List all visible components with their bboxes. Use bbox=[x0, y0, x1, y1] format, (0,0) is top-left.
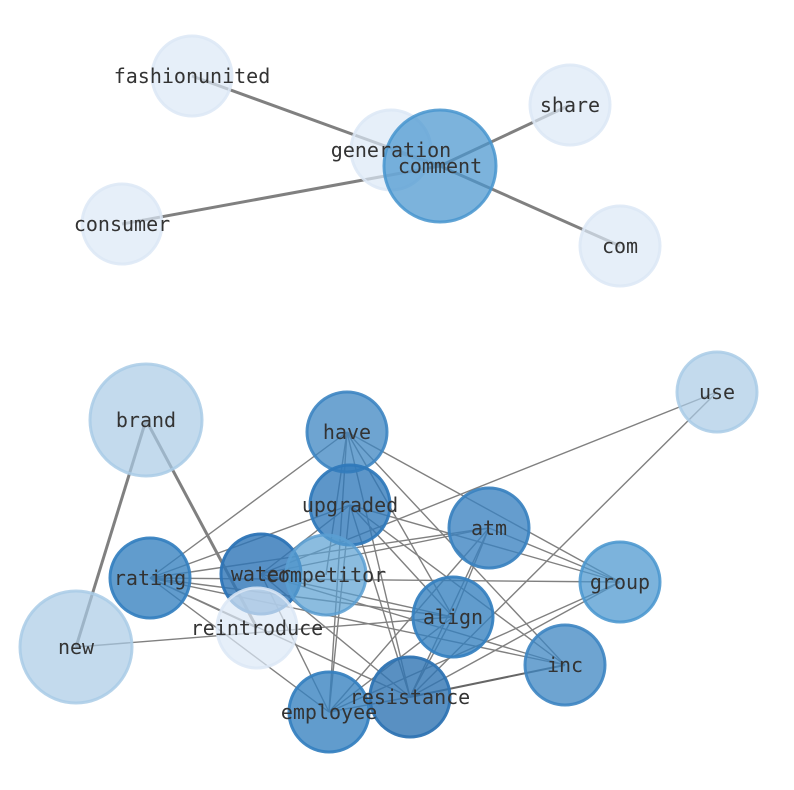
node-label-comment: comment bbox=[398, 154, 482, 178]
node-label-reintroduce: reintroduce bbox=[191, 616, 323, 640]
node-label-use: use bbox=[699, 380, 735, 404]
node-circle-inc[interactable] bbox=[523, 623, 607, 707]
node-circle-brand[interactable] bbox=[88, 362, 204, 478]
node-circle-consumer[interactable] bbox=[80, 182, 164, 266]
node-label-inc: inc bbox=[547, 653, 583, 677]
node-label-align: align bbox=[423, 605, 483, 629]
node-label-generation: generation bbox=[331, 138, 451, 162]
node-label-rating: rating bbox=[114, 566, 186, 590]
node-circle-atm[interactable] bbox=[447, 486, 531, 570]
node-reintroduce[interactable] bbox=[215, 586, 299, 670]
node-label-share: share bbox=[540, 93, 600, 117]
node-rating[interactable] bbox=[108, 536, 192, 620]
node-brand[interactable] bbox=[88, 362, 204, 478]
node-group[interactable] bbox=[578, 540, 662, 624]
node-align[interactable] bbox=[411, 575, 495, 659]
node-label-resistance: resistance bbox=[350, 685, 470, 709]
node-circle-resistance[interactable] bbox=[368, 655, 452, 739]
node-label-atm: atm bbox=[471, 516, 507, 540]
node-circle-group[interactable] bbox=[578, 540, 662, 624]
node-comment[interactable] bbox=[382, 108, 498, 224]
node-label-com: com bbox=[602, 234, 638, 258]
node-circle-share[interactable] bbox=[528, 63, 612, 147]
node-circle-com[interactable] bbox=[578, 204, 662, 288]
node-atm[interactable] bbox=[447, 486, 531, 570]
node-circle-rating[interactable] bbox=[108, 536, 192, 620]
node-share[interactable] bbox=[528, 63, 612, 147]
node-inc[interactable] bbox=[523, 623, 607, 707]
node-label-upgraded: upgraded bbox=[302, 493, 398, 517]
node-circle-competitor[interactable] bbox=[284, 533, 368, 617]
node-com[interactable] bbox=[578, 204, 662, 288]
node-label-water: water bbox=[231, 562, 291, 586]
node-use[interactable] bbox=[675, 350, 759, 434]
node-circle-comment[interactable] bbox=[382, 108, 498, 224]
node-circle-align[interactable] bbox=[411, 575, 495, 659]
node-new[interactable] bbox=[18, 589, 134, 705]
node-label-competitor: competitor bbox=[266, 563, 386, 587]
node-fashionunited[interactable] bbox=[150, 34, 234, 118]
node-circle-employee[interactable] bbox=[287, 670, 371, 754]
node-label-new: new bbox=[58, 635, 95, 659]
node-consumer[interactable] bbox=[80, 182, 164, 266]
node-label-have: have bbox=[323, 420, 371, 444]
node-circle-fashionunited[interactable] bbox=[150, 34, 234, 118]
node-label-consumer: consumer bbox=[74, 212, 170, 236]
node-circle-new[interactable] bbox=[18, 589, 134, 705]
node-resistance[interactable] bbox=[368, 655, 452, 739]
node-circle-use[interactable] bbox=[675, 350, 759, 434]
node-circle-reintroduce[interactable] bbox=[215, 586, 299, 670]
node-employee[interactable] bbox=[287, 670, 371, 754]
node-competitor[interactable] bbox=[284, 533, 368, 617]
node-label-brand: brand bbox=[116, 408, 176, 432]
node-label-employee: employee bbox=[281, 700, 377, 724]
node-label-group: group bbox=[590, 570, 650, 594]
node-label-fashionunited: fashionunited bbox=[114, 64, 271, 88]
